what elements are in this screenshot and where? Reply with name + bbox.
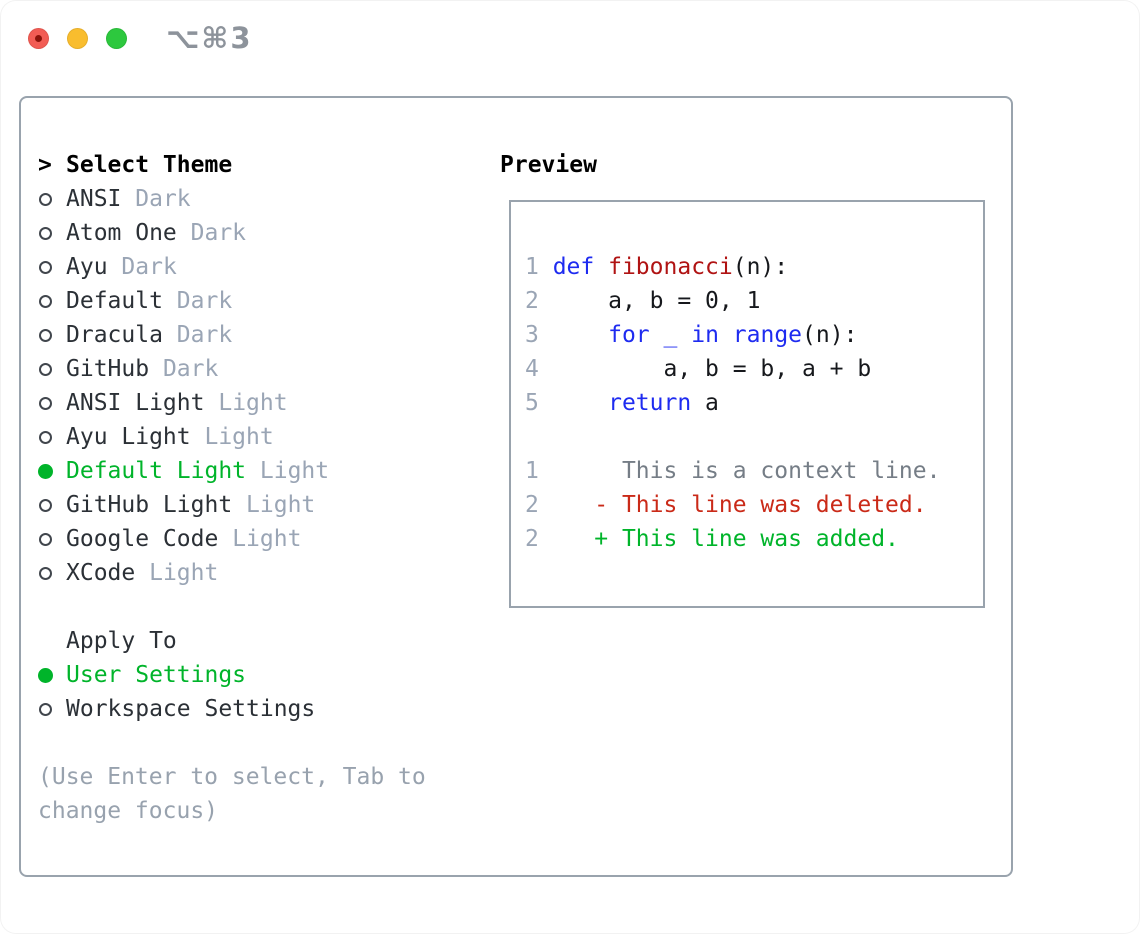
code-line [525,420,983,454]
apply-to-heading-label: Apply To [66,628,177,654]
code-line: 1 def fibonacci(n): [525,254,789,280]
theme-item[interactable]: Atom One Dark [38,216,426,250]
preview-heading: Preview [500,152,597,178]
radio-circle-icon [39,533,52,546]
theme-item[interactable]: Default Light Light [38,454,426,488]
select-theme-heading-label: Select Theme [66,152,233,178]
theme-item-variant-tag: Light [218,390,288,416]
theme-item-label: Atom One [66,220,177,246]
theme-item-variant-tag: Light [232,526,302,552]
theme-item-variant-tag: Dark [135,186,191,212]
minimize-button[interactable] [67,28,88,49]
hint-text-line-1: (Use Enter to select, Tab to [38,764,426,790]
theme-item-label: ANSI [66,186,122,212]
code-line: 4 a, b = b, a + b [525,356,872,382]
spacer [38,590,426,624]
code-line: 3 for _ in range(n): [525,322,858,348]
theme-item-variant-tag: Light [204,424,274,450]
selection-pointer-icon: > [38,152,52,178]
code-preview: 1 def fibonacci(n): 2 a, b = 0, 1 3 for _ … [511,202,983,556]
spacer [38,726,426,760]
theme-item-variant-tag: Light [149,560,219,586]
theme-item[interactable]: Dracula Dark [38,318,426,352]
window-title: ⌥⌘3 [166,21,253,55]
radio-circle-icon [39,227,52,240]
theme-item-variant-tag: Dark [176,322,233,348]
radio-circle-icon [39,193,52,206]
theme-item-label: ANSI Light [66,390,205,416]
code-line: 2 a, b = 0, 1 [525,288,761,314]
radio-circle-icon [39,295,52,308]
radio-circle-icon [39,703,52,716]
apply-to-option-label: User Settings [66,662,247,688]
theme-item-variant-tag: Dark [162,356,219,382]
code-line: 1 This is a context line. [525,458,941,484]
radio-circle-icon [39,397,52,410]
theme-item-label: Default [66,288,163,314]
select-theme-heading: > Select Theme [38,148,426,182]
apply-to-option[interactable]: User Settings [38,658,426,692]
theme-item-variant-tag: Light [259,458,330,484]
theme-item-label: XCode [66,560,136,586]
apply-to-option-label: Workspace Settings [66,696,316,722]
preview-pane: 1 def fibonacci(n): 2 a, b = 0, 1 3 for _ … [509,200,985,608]
theme-item-variant-tag: Dark [121,254,177,280]
radio-circle-icon [39,261,52,274]
theme-item[interactable]: Ayu Light Light [38,420,426,454]
theme-item-label: Default Light [66,458,247,484]
radio-circle-icon [39,363,52,376]
apply-to-option[interactable]: Workspace Settings [38,692,426,726]
theme-item[interactable]: GitHub Light Light [38,488,426,522]
close-dot-icon [35,35,42,42]
theme-item-label: Ayu [66,254,108,280]
code-line: 5 return a [525,390,719,416]
theme-item-variant-tag: Dark [190,220,247,246]
theme-item[interactable]: Google Code Light [38,522,426,556]
code-line: 2 + This line was added. [525,526,899,552]
theme-item-variant-tag: Light [246,492,316,518]
theme-item[interactable]: GitHub Dark [38,352,426,386]
theme-item-label: GitHub Light [66,492,233,518]
radio-circle-icon [39,567,52,580]
theme-item[interactable]: Ayu Dark [38,250,426,284]
radio-circle-icon [39,499,52,512]
radio-circle-icon [39,329,52,342]
close-button[interactable] [28,28,49,49]
hint-text-line-2: change focus) [38,798,219,824]
theme-item-variant-tag: Dark [176,288,233,314]
maximize-button[interactable] [106,28,127,49]
code-line: 2 - This line was deleted. [525,492,927,518]
apply-to-heading: Apply To [38,624,426,658]
theme-item-label: Dracula [66,322,163,348]
radio-circle-icon [39,431,52,444]
radio-selected-icon [38,668,53,683]
theme-item-label: Ayu Light [66,424,191,450]
radio-selected-icon [38,464,53,479]
theme-item-label: GitHub [66,356,150,382]
theme-item[interactable]: Default Dark [38,284,426,318]
theme-item[interactable]: ANSI Dark [38,182,426,216]
theme-item-label: Google Code [66,526,219,552]
theme-item[interactable]: XCode Light [38,556,426,590]
theme-item[interactable]: ANSI Light Light [38,386,426,420]
